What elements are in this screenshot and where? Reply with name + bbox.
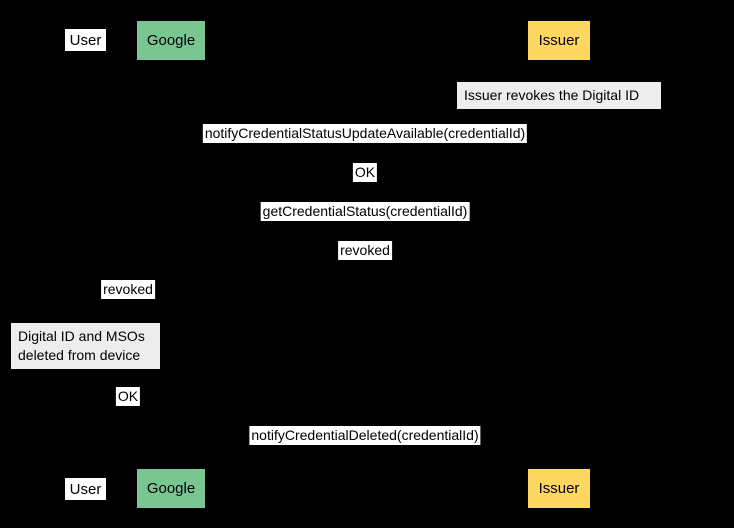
message-label-revoked-2: revoked — [101, 280, 155, 299]
participant-issuer-footer[interactable]: Issuer — [527, 468, 591, 509]
participant-google-footer[interactable]: Google — [136, 468, 206, 509]
note-issuer-revokes: Issuer revokes the Digital ID — [456, 81, 662, 110]
lifeline-issuer — [559, 60, 560, 468]
participant-user-header[interactable]: User — [65, 29, 106, 51]
message-label-notify-credential-deleted: notifyCredentialDeleted(credentialId) — [249, 426, 481, 445]
lifeline-google — [171, 60, 172, 468]
participant-google-header[interactable]: Google — [136, 20, 206, 61]
note-digital-id-deleted: Digital ID and MSOs deleted from device — [10, 322, 161, 370]
lifeline-user — [85, 60, 86, 468]
message-label-get-credential-status: getCredentialStatus(credentialId) — [260, 202, 470, 221]
message-label-notify-status-update: notifyCredentialStatusUpdateAvailable(cr… — [202, 124, 528, 143]
message-label-ok-1: OK — [352, 163, 378, 182]
participant-user-footer[interactable]: User — [65, 478, 106, 500]
message-label-ok-2: OK — [115, 387, 141, 406]
message-label-revoked-1: revoked — [338, 241, 392, 260]
participant-issuer-header[interactable]: Issuer — [527, 20, 591, 61]
